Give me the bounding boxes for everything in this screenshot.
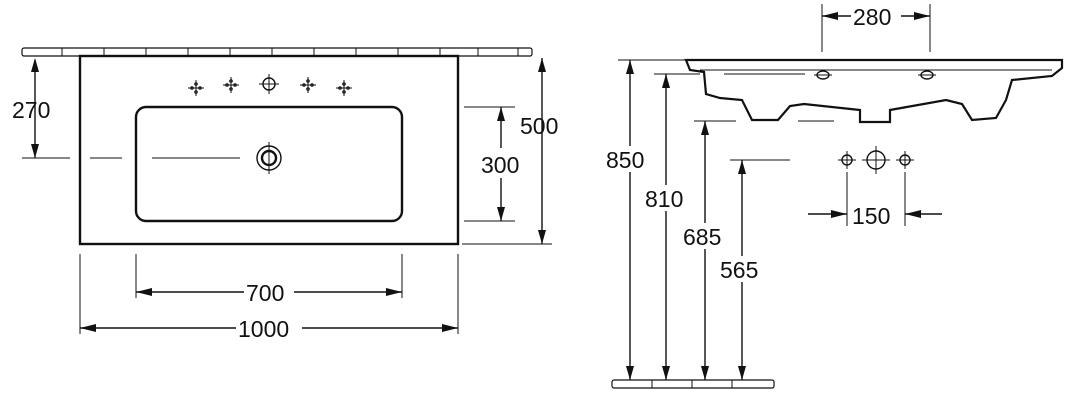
dim-810 <box>662 74 670 380</box>
dim-label-270: 270 <box>12 97 50 123</box>
dim-label-565: 565 <box>720 257 758 283</box>
dim-850 <box>626 60 634 380</box>
dim-label-300: 300 <box>481 152 519 178</box>
tap-hole-icon <box>259 74 279 94</box>
tap-position-icon <box>188 80 204 96</box>
dim-label-150: 150 <box>852 203 890 229</box>
dim-label-1000: 1000 <box>238 316 289 342</box>
floor-strip <box>611 379 775 389</box>
basin-side-profile <box>684 58 1064 124</box>
dim-label-685: 685 <box>683 224 721 250</box>
dim-label-850: 850 <box>606 147 644 173</box>
dim-label-280: 280 <box>853 4 891 30</box>
dim-150 <box>808 172 942 226</box>
wall-outlet-small-icon <box>896 151 914 169</box>
basin-outline <box>78 54 460 246</box>
tap-position-icon <box>223 77 239 93</box>
wall-outlet-large-icon <box>862 146 890 174</box>
dim-500 <box>462 58 552 245</box>
dim-label-500: 500 <box>520 113 558 139</box>
bowl-outline <box>134 105 404 223</box>
drain-outlet-icon <box>256 142 282 174</box>
wall-strip-top <box>21 47 533 57</box>
dim-685 <box>701 121 709 380</box>
wall-outlet-small-icon <box>838 151 856 169</box>
side-view: 280 850 81 <box>604 3 1064 389</box>
dim-270 <box>31 58 39 158</box>
tap-position-icon <box>336 80 352 96</box>
tap-position-icon <box>300 77 316 93</box>
dim-label-810: 810 <box>645 186 683 212</box>
plan-view: 270 500 300 700 <box>12 47 558 342</box>
dim-label-700: 700 <box>246 280 284 306</box>
